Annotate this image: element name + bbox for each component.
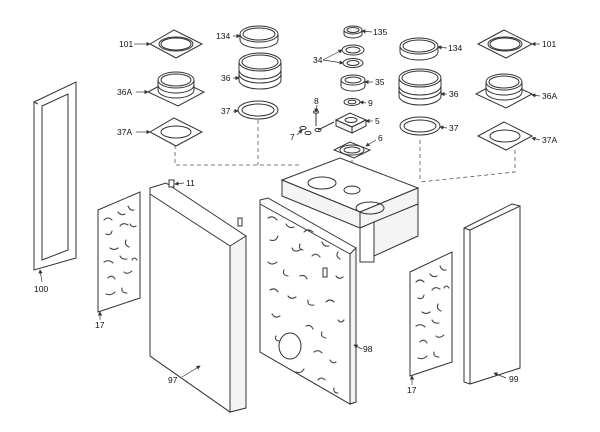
label-135: 135 [373, 27, 387, 37]
part-100-side-frame [33, 81, 77, 271]
label-5: 5 [375, 116, 380, 126]
part-5-fitting-block [334, 112, 368, 134]
part-98-insulated-panel [259, 197, 357, 405]
label-101-left: 101 [119, 39, 133, 49]
label-6: 6 [378, 133, 383, 143]
label-36-right: 36 [449, 89, 459, 99]
label-37A-right: 37A [542, 135, 557, 145]
label-17-right: 17 [407, 385, 417, 395]
part-101-left-square-plate [148, 29, 204, 59]
part-8-screw [313, 110, 319, 126]
label-17-left: 17 [95, 320, 105, 330]
label-34: 34 [313, 55, 323, 65]
part-134-left-ring [239, 25, 279, 49]
part-35-collar [340, 74, 366, 92]
part-34-spacer-rings [341, 44, 365, 68]
part-9-washer [343, 98, 361, 106]
part-37-left-gasket-ring [237, 100, 279, 120]
cabinet-top-box [280, 157, 420, 263]
label-98: 98 [363, 344, 373, 354]
part-36A-right-collar-flange [474, 73, 534, 109]
label-101-right: 101 [542, 39, 556, 49]
part-37A-right-square-gasket [476, 121, 534, 151]
label-35: 35 [375, 77, 385, 87]
label-9: 9 [368, 98, 373, 108]
callout-labels: 101 134 135 134 101 34 36A 36 35 36 36A … [34, 27, 557, 395]
label-100: 100 [34, 284, 48, 294]
part-134-right-ring [399, 37, 439, 61]
part-101-right-square-plate [476, 29, 534, 59]
part-17-left-insulation-panel [97, 191, 141, 313]
part-135-cap-ring [343, 25, 363, 39]
label-11: 11 [186, 178, 195, 188]
label-37-left: 37 [221, 106, 231, 116]
part-97-front-panel [149, 179, 247, 413]
leader-lines [38, 29, 541, 385]
label-36A-left: 36A [117, 87, 132, 97]
label-37A-left: 37A [117, 127, 132, 137]
label-99: 99 [509, 374, 519, 384]
label-36A-right: 36A [542, 91, 557, 101]
part-99-right-side-panel [463, 203, 521, 385]
part-7-fasteners [299, 121, 335, 136]
label-7: 7 [290, 132, 295, 142]
part-37-right-gasket-ring [399, 116, 441, 136]
part-6-base-flange [332, 141, 372, 159]
label-8: 8 [314, 96, 319, 106]
label-134-right: 134 [448, 43, 462, 53]
part-36A-left-collar-flange [146, 71, 206, 107]
assembly-guide-lines [174, 120, 516, 185]
label-37-right: 37 [449, 123, 459, 133]
part-37A-left-square-gasket [148, 117, 204, 147]
label-36-left: 36 [221, 73, 231, 83]
part-17-right-insulation-panel [409, 251, 453, 377]
label-97: 97 [168, 375, 178, 385]
label-134-left: 134 [216, 31, 230, 41]
part-36-right-collar [398, 68, 442, 106]
part-36-left-collar [238, 52, 282, 90]
